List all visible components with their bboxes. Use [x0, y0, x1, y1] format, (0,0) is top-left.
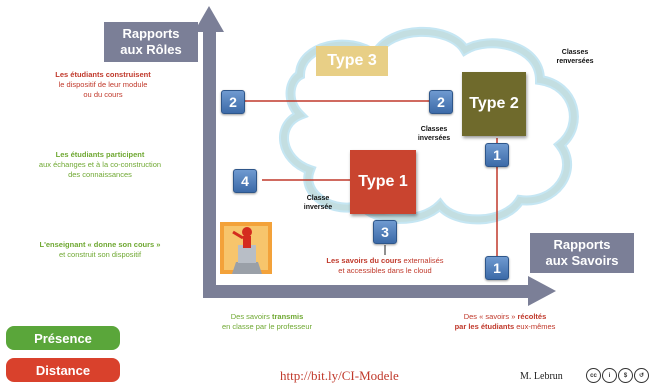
- bottom-right-pre: Des « savoirs »: [463, 312, 518, 321]
- left-label-bottom-line1: L'enseignant « donne son cours »: [39, 240, 161, 249]
- left-label-middle: Les étudiants participent aux échanges e…: [8, 150, 192, 180]
- center-note-line2: et accessibles dans le cloud: [338, 266, 432, 275]
- savoirs-axis: [203, 276, 556, 306]
- number-badge-2-right: 2: [429, 90, 453, 114]
- type2-box: Type 2: [462, 72, 526, 136]
- number-badge-2-left: 2: [221, 90, 245, 114]
- roles-axis: [194, 6, 224, 298]
- savoirs-axis-title: Rapports aux Savoirs: [530, 233, 634, 273]
- roles-axis-title: Rapports aux Rôles: [104, 22, 198, 62]
- number-badge-1-top: 1: [485, 143, 509, 167]
- bottom-right-strong: récoltés: [517, 312, 547, 321]
- teacher-podium-icon: [220, 222, 272, 274]
- legend-presence: Présence: [6, 326, 120, 350]
- footer-author: M. Lebrun: [520, 371, 563, 382]
- legend-distance: Distance: [6, 358, 120, 382]
- number-badge-1-bottom: 1: [485, 256, 509, 280]
- caption-classe-inversee: Classe inversée: [303, 195, 333, 211]
- left-label-top-line1: Les étudiants construisent: [55, 70, 151, 79]
- left-label-middle-line2: aux échanges et à la co-construction: [38, 160, 162, 169]
- caption-classes-inversees: Classes inversées: [417, 126, 451, 142]
- left-label-middle-line1: Les étudiants participent: [55, 150, 145, 159]
- license-badge: cc i $ ↺: [586, 368, 649, 383]
- bottom-label-right: Des « savoirs » récoltés par les étudian…: [420, 312, 590, 332]
- left-label-top: Les étudiants construisent le dispositif…: [14, 70, 192, 100]
- bottom-left-line2: en classe par le professeur: [221, 322, 313, 331]
- by-icon: i: [602, 368, 617, 383]
- left-label-bottom-line2: et construit son dispositif: [58, 250, 142, 259]
- left-label-middle-line3: des connaissances: [68, 170, 132, 179]
- bottom-left-pre: Des savoirs: [230, 312, 272, 321]
- bottom-right-line2-rest: eux-mêmes: [514, 322, 556, 331]
- type3-box: Type 3: [316, 46, 388, 76]
- number-badge-3: 3: [373, 220, 397, 244]
- left-label-top-line2: le dispositif de leur module: [58, 80, 148, 89]
- bottom-label-left: Des savoirs transmis en classe par le pr…: [182, 312, 352, 332]
- cc-icon: cc: [586, 368, 601, 383]
- center-note: Les savoirs du cours externalisés et acc…: [295, 256, 475, 276]
- center-note-strong: Les savoirs du cours: [326, 256, 402, 265]
- caption-classes-renversees: Classes renversées: [556, 49, 594, 65]
- sa-icon: ↺: [634, 368, 649, 383]
- center-note-rest: externalisés: [401, 256, 444, 265]
- footer-url[interactable]: http://bit.ly/CI-Modele: [280, 368, 399, 383]
- number-badge-4: 4: [233, 169, 257, 193]
- bottom-right-line2-strong: par les étudiants: [454, 322, 515, 331]
- left-label-bottom: L'enseignant « donne son cours » et cons…: [8, 240, 192, 260]
- nc-icon: $: [618, 368, 633, 383]
- type1-box: Type 1: [350, 150, 416, 214]
- left-label-top-line3: ou du cours: [83, 90, 123, 99]
- bottom-left-strong: transmis: [272, 312, 304, 321]
